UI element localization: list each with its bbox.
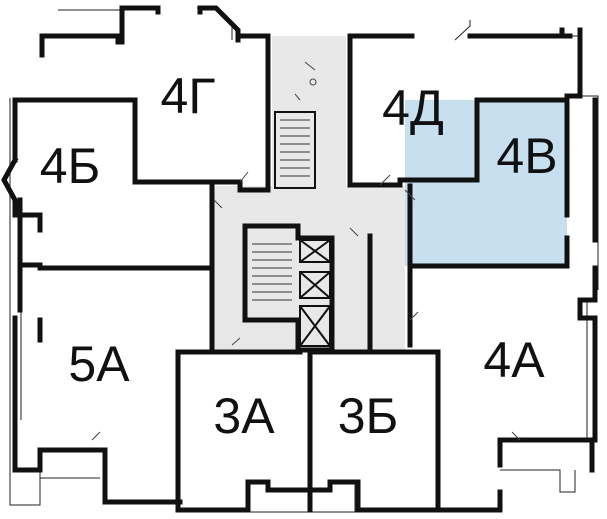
stair-icon bbox=[252, 119, 310, 301]
unit-label-4v[interactable]: 4В bbox=[496, 128, 557, 184]
unit-labels: 4Г 4Д 4Б 4В 5А 4А 3А 3Б bbox=[40, 68, 558, 444]
walls bbox=[1, 5, 598, 513]
unit-label-5a[interactable]: 5А bbox=[68, 336, 130, 392]
unit-label-4b[interactable]: 4Б bbox=[40, 138, 101, 194]
door-arcs bbox=[91, 61, 521, 441]
unit-label-4d[interactable]: 4Д bbox=[382, 80, 444, 136]
unit-label-3b[interactable]: 3Б bbox=[338, 388, 399, 444]
unit-label-4a[interactable]: 4А bbox=[483, 332, 545, 388]
inner-walls bbox=[274, 111, 331, 347]
unit-label-4g[interactable]: 4Г bbox=[161, 68, 216, 124]
unit-4v-area[interactable] bbox=[405, 100, 567, 266]
unit-label-3a[interactable]: 3А bbox=[213, 388, 275, 444]
